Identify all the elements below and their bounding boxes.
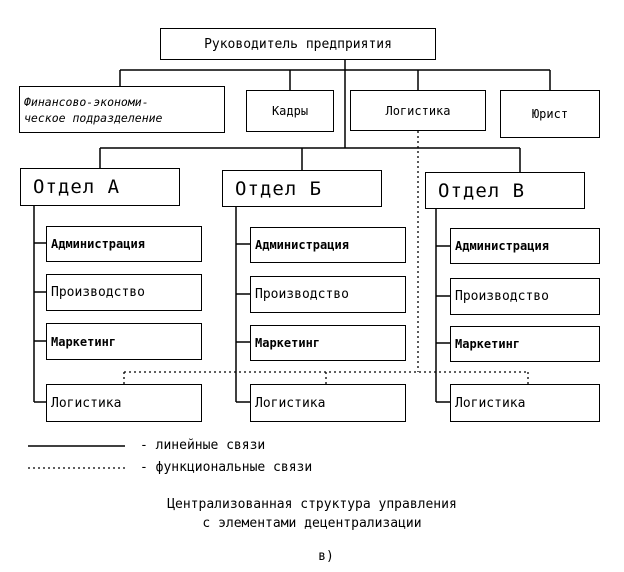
box-a-logistics: Логистика	[46, 384, 202, 422]
legend-solid-label: - линейные связи	[140, 438, 266, 453]
box-v-production: Производство	[450, 278, 600, 315]
unit-label: Администрация	[51, 237, 145, 251]
unit-label: Администрация	[255, 238, 349, 252]
finance-label-line1: Финансово-экономи-	[24, 94, 149, 109]
dept-v-label: Отдел В	[438, 179, 526, 202]
unit-label: Администрация	[455, 239, 549, 253]
box-v-administration: Администрация	[450, 228, 600, 264]
box-dept-b: Отдел Б	[222, 170, 382, 207]
box-legal: Юрист	[500, 90, 600, 138]
box-b-marketing: Маркетинг	[250, 325, 406, 361]
unit-label: Маркетинг	[455, 337, 521, 351]
caption-line1: Централизованная структура управления	[167, 497, 457, 512]
caption-label: в)	[318, 549, 334, 564]
box-director: Руководитель предприятия	[160, 28, 436, 60]
unit-label: Производство	[455, 289, 549, 304]
finance-label-line2: ческое подразделение	[24, 110, 163, 125]
box-a-production: Производство	[46, 274, 202, 311]
unit-label: Логистика	[455, 395, 526, 411]
box-a-administration: Администрация	[46, 226, 202, 262]
legal-label: Юрист	[531, 107, 569, 121]
dept-b-label: Отдел Б	[235, 177, 323, 200]
box-dept-a: Отдел А	[20, 168, 180, 206]
staff-logistics-label: Логистика	[385, 103, 451, 118]
unit-label: Логистика	[255, 395, 326, 411]
director-label: Руководитель предприятия	[204, 36, 392, 52]
box-b-administration: Администрация	[250, 227, 406, 263]
box-v-logistics: Логистика	[450, 384, 600, 422]
unit-label: Маркетинг	[51, 334, 117, 349]
box-v-marketing: Маркетинг	[450, 326, 600, 362]
legend-dotted-label: - функциональные связи	[140, 460, 313, 475]
dept-a-label: Отдел А	[33, 176, 121, 198]
box-a-marketing: Маркетинг	[46, 323, 202, 360]
box-b-logistics: Логистика	[250, 384, 406, 422]
unit-label: Производство	[51, 285, 145, 300]
unit-label: Маркетинг	[255, 336, 321, 350]
box-b-production: Производство	[250, 276, 406, 313]
unit-label: Логистика	[51, 395, 122, 411]
box-dept-v: Отдел В	[425, 172, 585, 209]
box-hr: Кадры	[246, 90, 334, 132]
box-staff-logistics: Логистика	[350, 90, 486, 131]
caption-line2: с элементами децентрализации	[202, 516, 422, 531]
hr-label: Кадры	[271, 104, 309, 118]
unit-label: Производство	[255, 287, 349, 302]
box-finance: Финансово-экономи- ческое подразделение	[19, 86, 225, 133]
